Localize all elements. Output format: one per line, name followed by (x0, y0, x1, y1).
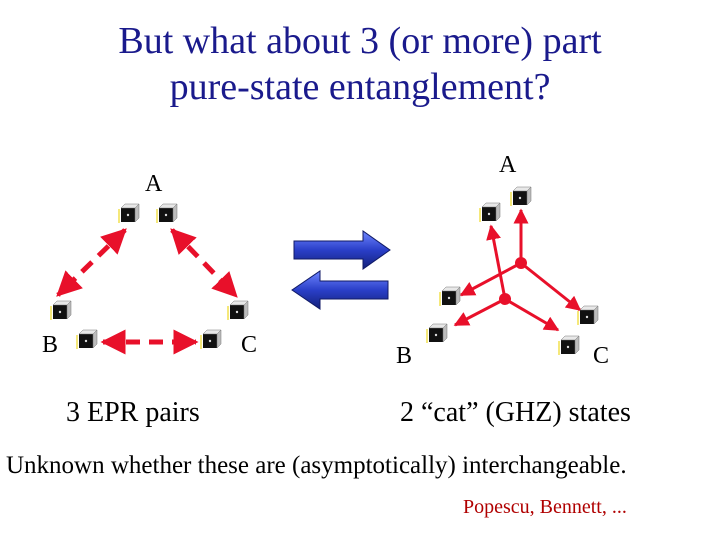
left-label-a: A (145, 171, 163, 197)
right-label-a: A (499, 152, 517, 178)
ghz2-link-a (486, 224, 507, 300)
qubit-boxes (50, 186, 599, 355)
left-label-c: C (241, 332, 258, 358)
qubit-box-icon (479, 202, 501, 222)
qubit-box-icon (200, 329, 222, 349)
epr-link-a-b (56, 228, 127, 297)
title-line-2: pure-state entanglement? (169, 66, 551, 108)
qubit-box-icon (50, 300, 72, 320)
qubit-box-icon (227, 300, 249, 320)
title-line-1: But what about 3 (or more) part (118, 20, 602, 62)
conversion-arrows (291, 230, 391, 310)
ghz1-link-c (520, 261, 582, 312)
left-epr-triangle (56, 228, 238, 355)
ghz1-node (515, 257, 527, 269)
epr-link-a-c (170, 228, 238, 298)
qubit-box-icon (426, 323, 448, 343)
left-caption: 3 EPR pairs (66, 397, 200, 428)
right-caption: 2 “cat” (GHZ) states (400, 397, 631, 428)
ghz2-link-c (504, 297, 560, 332)
qubit-box-icon (118, 203, 140, 223)
ghz2-node (499, 293, 511, 305)
footnote: Unknown whether these are (asymptoticall… (6, 452, 627, 479)
forward-arrow-icon (293, 230, 391, 270)
qubit-box-icon (156, 203, 178, 223)
qubit-box-icon (76, 329, 98, 349)
credit: Popescu, Bennett, ... (463, 496, 627, 518)
backward-arrow-icon (291, 270, 389, 310)
ghz2-link-b (453, 297, 506, 327)
qubit-box-icon (577, 305, 599, 325)
qubit-box-icon (510, 186, 532, 206)
ghz1-link-b (459, 261, 522, 297)
right-label-b: B (396, 343, 413, 369)
left-label-b: B (42, 332, 59, 358)
right-ghz-star (453, 208, 582, 332)
qubit-box-icon (439, 286, 461, 306)
qubit-box-icon (558, 335, 580, 355)
slide-title: But what about 3 (or more) part pure-sta… (0, 18, 720, 110)
right-label-c: C (593, 343, 610, 369)
